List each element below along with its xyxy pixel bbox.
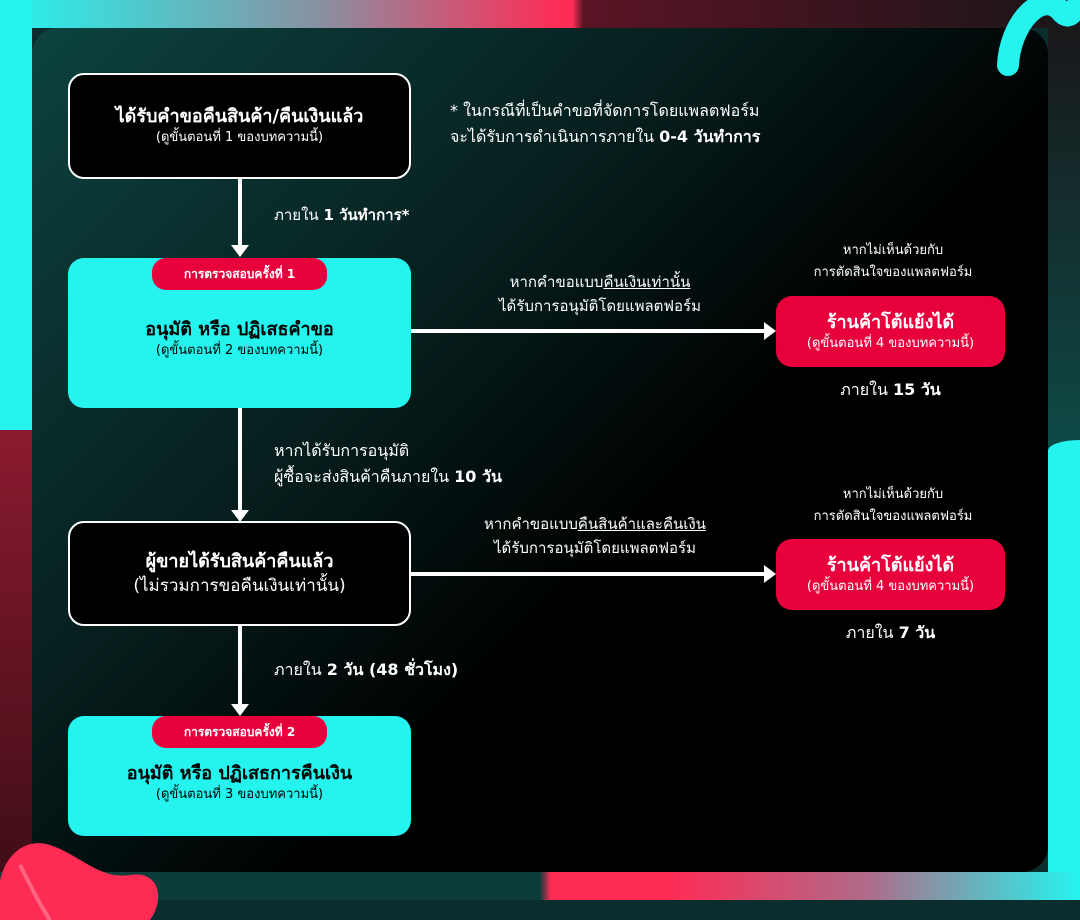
step4-subtitle: (ดูขั้นตอนที่ 3 ของบทความนี้) bbox=[155, 787, 324, 802]
background-right-cyan bbox=[1048, 440, 1080, 900]
background-left-red bbox=[0, 430, 32, 900]
branch2-head-icon bbox=[764, 565, 776, 583]
background-right-dark bbox=[1048, 0, 1080, 450]
branch1-dispute-title: ร้านค้าโต้แย้งได้ bbox=[826, 311, 955, 333]
arrow1-head-icon bbox=[231, 245, 249, 257]
step3-title: ผู้ขายได้รับสินค้าคืนแล้ว bbox=[145, 550, 334, 572]
note-line1: * ในกรณีที่เป็นคำขอที่จัดการโดยแพลตฟอร์ม bbox=[450, 101, 760, 120]
arrow3-head-icon bbox=[231, 704, 249, 716]
cyan-squiggle-decoration-icon bbox=[997, 0, 1080, 76]
branch2-condition: หากคำขอแบบคืนสินค้าและคืนเงิน ได้รับการอ… bbox=[484, 515, 706, 557]
step1-request-received-box: ได้รับคำขอคืนสินค้า/คืนเงินแล้ว (ดูขั้นต… bbox=[68, 73, 411, 179]
arrow3-label: ภายใน 2 วัน (48 ชั่วโมง) bbox=[274, 660, 459, 679]
arrow2-head-icon bbox=[231, 510, 249, 522]
arrow1-label: ภายใน 1 วันทำการ* bbox=[274, 206, 410, 224]
branch1-condition: หากคำขอแบบคืนเงินเท่านั้น ได้รับการอนุมั… bbox=[499, 273, 701, 315]
branch2-deadline: ภายใน 7 วัน bbox=[845, 623, 936, 642]
platform-note: * ในกรณีที่เป็นคำขอที่จัดการโดยแพลตฟอร์ม… bbox=[450, 98, 760, 150]
branch1-deadline: ภายใน 15 วัน bbox=[840, 380, 941, 399]
note-line2: จะได้รับการดำเนินการภายใน 0-4 วันทำการ bbox=[450, 127, 761, 146]
arrow3-line bbox=[238, 626, 242, 706]
step1-subtitle: (ดูขั้นตอนที่ 1 ของบทความนี้) bbox=[155, 130, 324, 145]
background-bottom-band bbox=[0, 872, 1080, 900]
branch1-disagree-note: หากไม่เห็นด้วยกับ การตัดสินใจของแพลตฟอร์… bbox=[813, 243, 973, 280]
branch1-line bbox=[411, 329, 765, 333]
step1-title: ได้รับคำขอคืนสินค้า/คืนเงินแล้ว bbox=[115, 106, 364, 127]
branch1-head-icon bbox=[764, 322, 776, 340]
branch2-dispute-subtitle: (ดูขั้นตอนที่ 4 ของบทความนี้) bbox=[806, 578, 975, 594]
arrow1-line bbox=[238, 179, 242, 247]
step2-subtitle: (ดูขั้นตอนที่ 2 ของบทความนี้) bbox=[155, 343, 324, 358]
branch2-dispute-title: ร้านค้าโต้แย้งได้ bbox=[826, 554, 955, 576]
branch2-disagree-note: หากไม่เห็นด้วยกับ การตัดสินใจของแพลตฟอร์… bbox=[813, 487, 973, 524]
step3-subtitle: (ไม่รวมการขอคืนเงินเท่านั้น) bbox=[133, 575, 346, 596]
step4-title: อนุมัติ หรือ ปฏิเสธการคืนเงิน bbox=[126, 763, 353, 784]
branch1-dispute-subtitle: (ดูขั้นตอนที่ 4 ของบทความนี้) bbox=[806, 335, 975, 351]
branch2-line bbox=[411, 572, 765, 576]
pink-blob-decoration-icon bbox=[0, 843, 159, 920]
step4-review-badge: การตรวจสอบครั้งที่ 2 bbox=[152, 716, 327, 748]
step3-item-received-box: ผู้ขายได้รับสินค้าคืนแล้ว (ไม่รวมการขอคื… bbox=[68, 521, 411, 626]
arrow2-label: หากได้รับการอนุมัติ ผู้ซื้อจะส่งสินค้าคื… bbox=[274, 441, 502, 486]
branch2-dispute-box: ร้านค้าโต้แย้งได้ (ดูขั้นตอนที่ 4 ของบทค… bbox=[776, 539, 1005, 610]
background-top-band bbox=[0, 0, 1080, 28]
background-left-cyan bbox=[0, 0, 32, 435]
step2-review-badge: การตรวจสอบครั้งที่ 1 bbox=[152, 258, 327, 290]
step2-title: อนุมัติ หรือ ปฏิเสธคำขอ bbox=[145, 319, 334, 340]
arrow2-line bbox=[238, 408, 242, 512]
branch1-dispute-box: ร้านค้าโต้แย้งได้ (ดูขั้นตอนที่ 4 ของบทค… bbox=[776, 296, 1005, 367]
